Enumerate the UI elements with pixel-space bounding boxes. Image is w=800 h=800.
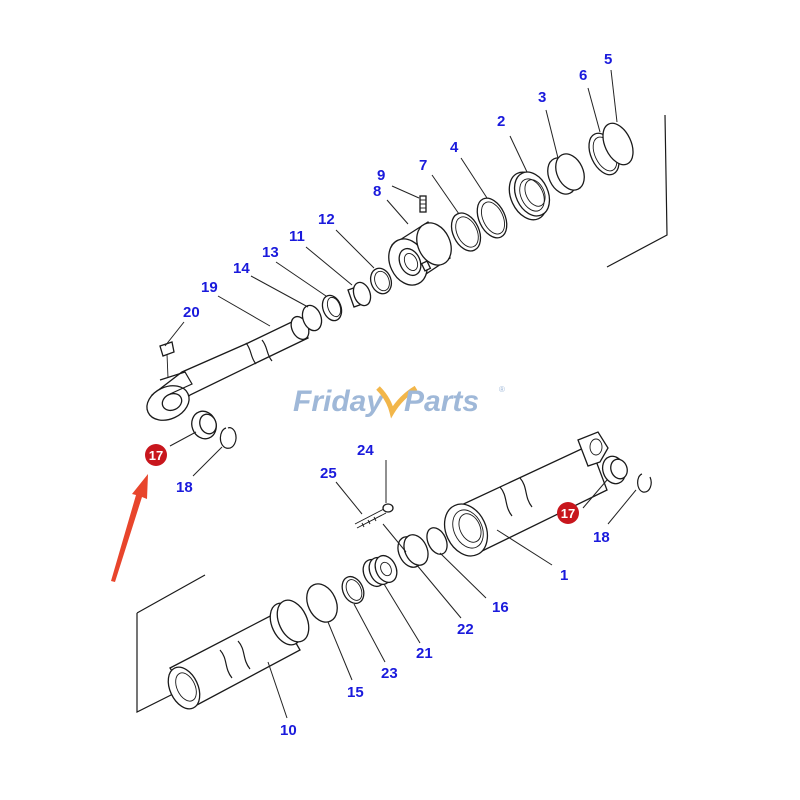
cylinder-head [388,221,452,286]
callout-23: 23 [381,665,398,682]
callout-13: 13 [262,244,279,261]
callout-24: 24 [357,442,374,459]
part-22-bushing [397,534,429,568]
frame-line-upper [606,114,668,268]
grease-nipple [159,341,175,379]
callout-14: 14 [233,260,250,277]
badge-17-right-label: 17 [561,506,575,521]
part-21-piston [362,554,398,588]
part-5-ring [602,122,634,166]
callout-6: 6 [579,67,587,84]
part-12-seal [369,267,393,295]
badge-17-right: 17 [557,502,579,524]
snap-ring-right [637,473,652,493]
part-9-screw [419,195,427,213]
callout-1: 1 [560,567,568,584]
callout-2: 2 [497,113,505,130]
callout-20: 20 [183,304,200,321]
part-25-screw [354,508,387,529]
callout-3: 3 [538,89,546,106]
watermark: Friday Parts ® [293,385,505,419]
callout-22: 22 [457,621,474,638]
cylinder-tube [443,431,609,557]
watermark-brand-left: Friday [293,385,384,418]
leader-lines [164,69,637,719]
part-3-bushing [547,153,585,195]
callout-18-right: 18 [593,529,610,546]
pointer-arrow-icon [111,474,148,582]
callout-7: 7 [419,157,427,174]
callout-15: 15 [347,684,364,701]
callout-labels: 1 2 3 4 5 6 7 8 9 10 11 12 13 14 15 16 1… [176,51,612,739]
callout-25: 25 [320,465,337,482]
part-24-nut [382,503,394,513]
callout-4: 4 [450,139,459,156]
callout-21: 21 [416,645,433,662]
part-2-seal [508,171,551,221]
pin-bushing-right [601,455,628,485]
callout-12: 12 [318,211,335,228]
callout-18-left: 18 [176,479,193,496]
part-15-ring [306,583,338,623]
part-16-ring [426,527,448,555]
part-14-ring [301,304,323,332]
callout-16: 16 [492,599,509,616]
part-23-ring [341,575,365,605]
badge-17-left: 17 [145,444,167,466]
highlight-badges: 17 17 [145,444,579,524]
callout-10: 10 [280,722,297,739]
piston-rod [146,315,310,421]
part-4-ring [476,197,508,239]
upper-assembly [146,114,668,449]
badge-17-left-label: 17 [149,448,163,463]
callout-9: 9 [377,167,385,184]
part-10-rod [167,599,310,710]
part-11-bushing [347,281,372,308]
callout-5: 5 [604,51,612,68]
watermark-registered: ® [499,385,505,394]
callout-11: 11 [289,228,305,245]
watermark-brand-right: Parts [404,385,479,418]
snap-ring-left [219,427,237,449]
watermark-swoosh-icon [376,385,418,419]
callout-19: 19 [201,279,218,296]
callout-8: 8 [373,183,381,200]
pin-bushing-left [191,410,217,440]
lower-assembly [136,431,652,713]
